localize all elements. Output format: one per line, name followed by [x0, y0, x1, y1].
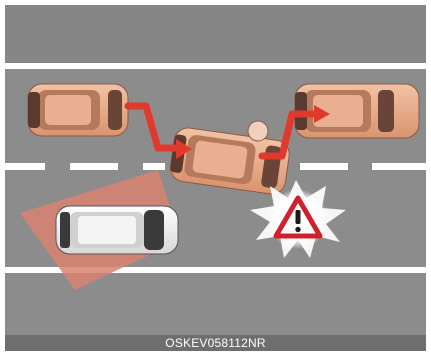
- figure-caption-bar: OSKEV058112NR: [5, 335, 426, 351]
- mirror-indicator: [248, 121, 268, 141]
- lane-edge-line-top: [5, 63, 426, 69]
- subject-car-start: [28, 84, 128, 136]
- road-top-band: [5, 5, 426, 63]
- figure-code-label: OSKEV058112NR: [165, 335, 265, 351]
- vehicle-in-blind-spot: [56, 206, 178, 254]
